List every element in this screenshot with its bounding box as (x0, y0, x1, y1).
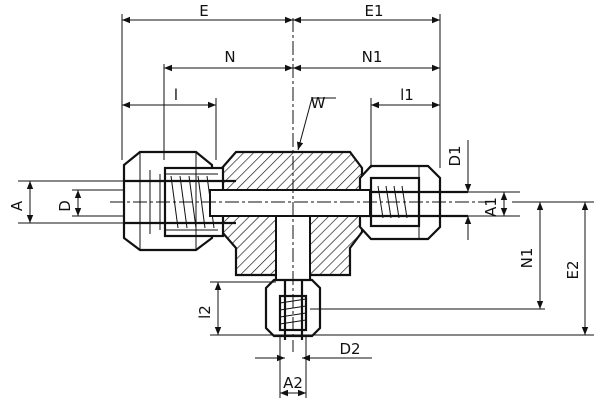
dimension-labels: E E1 N N1 l l1 W D1 A D A1 N1 E2 l2 D2 A… (8, 2, 582, 392)
label-D2: D2 (339, 340, 360, 358)
extension-lines (18, 14, 594, 398)
label-D: D (56, 200, 74, 212)
left-nut (122, 150, 225, 252)
label-E1: E1 (364, 2, 383, 20)
label-l2: l2 (196, 305, 214, 319)
label-N1-side: N1 (518, 248, 536, 269)
centerlines (110, 18, 490, 352)
label-N1-top: N1 (362, 48, 383, 66)
label-N: N (224, 48, 235, 66)
label-l1: l1 (400, 86, 414, 104)
label-E2: E2 (564, 260, 582, 279)
label-W: W (311, 94, 326, 112)
label-D1: D1 (446, 145, 464, 166)
label-A: A (8, 200, 26, 211)
label-l: l (174, 86, 178, 104)
label-E: E (199, 2, 208, 20)
dimension-lines (26, 16, 589, 397)
label-A1: A1 (482, 197, 500, 217)
label-A2: A2 (283, 374, 303, 392)
